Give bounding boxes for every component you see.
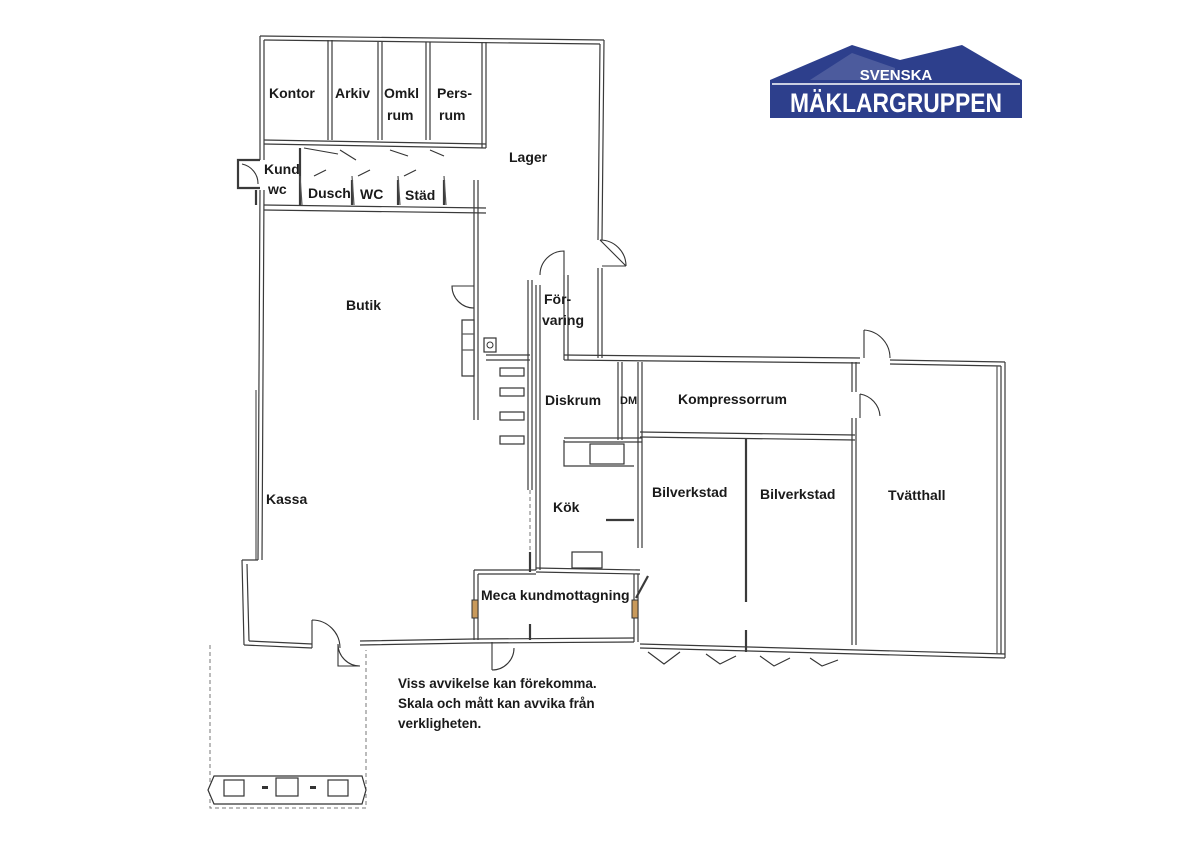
room-label-stad: Städ [405, 187, 435, 203]
disclaimer-line-2: Skala och mått kan avvika från [398, 696, 595, 711]
room-label-omkl-line2: rum [387, 107, 413, 123]
disclaimer-note: Viss avvikelse kan förekomma. Skala och … [398, 674, 658, 734]
room-label-kund-line1: Kund [264, 161, 300, 177]
room-label-kok: Kök [553, 499, 580, 515]
room-label-pers-line1: Pers- [437, 85, 472, 101]
kund-wc-door [236, 158, 260, 190]
room-label-forvaring-line1: För- [544, 291, 572, 307]
room-label-diskrum: Diskrum [545, 392, 601, 408]
room-label-dusch: Dusch [308, 185, 351, 201]
room-labels: Kontor Arkiv Omkl rum Pers- rum Lager Ku… [264, 85, 946, 603]
room-label-bilverkstad-1: Bilverkstad [652, 484, 727, 500]
patio-area [207, 645, 367, 809]
outer-walls [241, 35, 1006, 659]
room-label-kassa: Kassa [266, 491, 307, 507]
inner-walls [254, 190, 857, 652]
room-label-omkl-line1: Omkl [384, 85, 419, 101]
room-label-forvaring-line2: varing [542, 312, 584, 328]
room-label-wc: WC [360, 186, 383, 202]
room-label-lager: Lager [509, 149, 548, 165]
top-rooms-walls [263, 40, 487, 420]
room-label-dm: DM [620, 395, 637, 407]
room-label-pers-line2: rum [439, 107, 465, 123]
room-label-butik: Butik [346, 297, 381, 313]
disclaimer-line-3: verkligheten. [398, 716, 482, 731]
room-label-tvatthall: Tvätthall [888, 487, 946, 503]
room-label-arkiv: Arkiv [335, 85, 370, 101]
room-label-meca: Meca kundmottagning [481, 587, 630, 603]
butik-fixtures [461, 319, 525, 445]
room-label-bilverkstad-2: Bilverkstad [760, 486, 835, 502]
logo-line-1: SVENSKA [860, 67, 933, 84]
disclaimer-line-1: Viss avvikelse kan förekomma. [398, 676, 597, 691]
company-logo: SVENSKA MÄKLARGRUPPEN [770, 45, 1022, 118]
doors [311, 239, 891, 671]
logo-line-2: MÄKLARGRUPPEN [790, 88, 1002, 118]
room-label-kontor: Kontor [269, 85, 315, 101]
room-label-kompressorrum: Kompressorrum [678, 391, 787, 407]
room-label-kund-line2: wc [267, 181, 287, 197]
